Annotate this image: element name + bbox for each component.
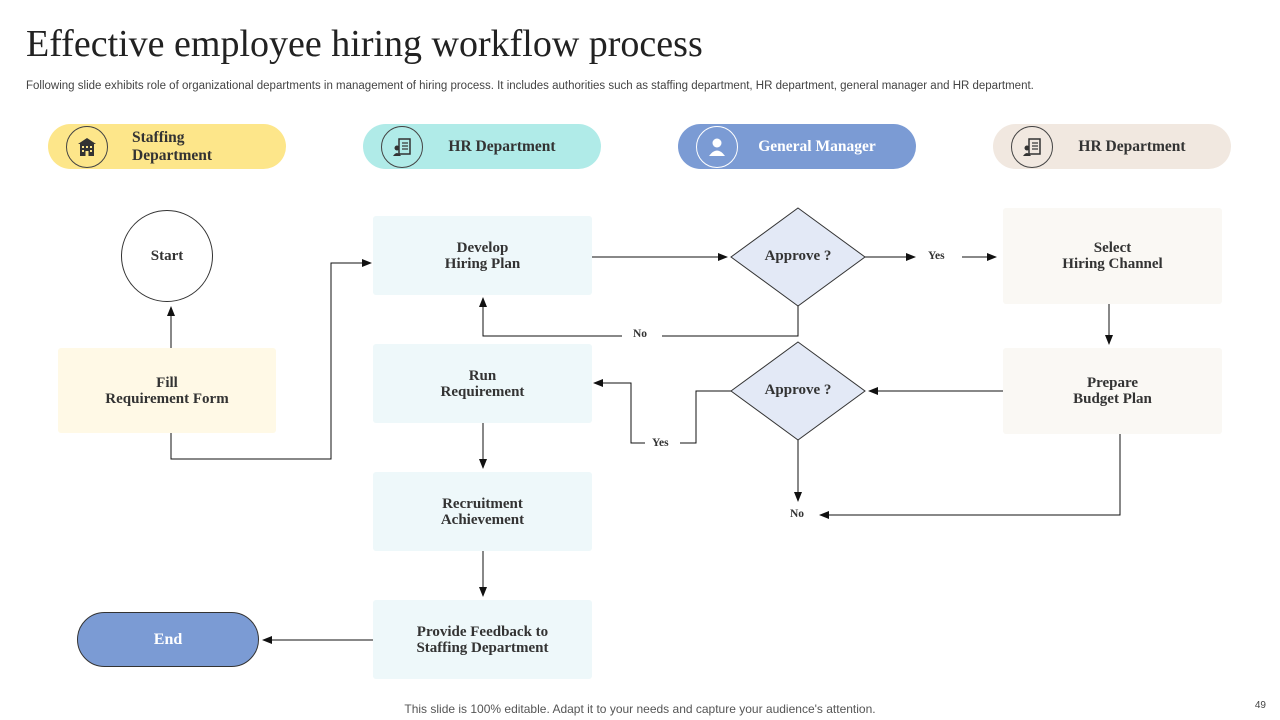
develop-hiring-plan-box: Develop Hiring Plan	[373, 216, 592, 295]
no-label-2: No	[790, 508, 805, 520]
page-title: Effective employee hiring workflow proce…	[26, 23, 703, 65]
arrow-approve2-yes	[680, 390, 731, 444]
arrow-budget-to-no	[819, 434, 1121, 519]
provide-feedback-box: Provide Feedback to Staffing Department	[373, 600, 592, 679]
box-label: Provide Feedback to Staffing Department	[416, 623, 549, 656]
clipboard-person-icon	[1011, 125, 1053, 168]
box-label: Fill Requirement Form	[105, 374, 229, 407]
recruitment-achievement-box: Recruitment Achievement	[373, 472, 592, 551]
approve-label-1: Approve ?	[764, 248, 832, 264]
clipboard-person-icon	[381, 125, 423, 168]
arrow-approve-no-right	[662, 306, 799, 337]
building-icon	[66, 125, 108, 168]
start-node: Start	[121, 210, 213, 302]
lane-label: HR Department	[448, 137, 556, 155]
lane-hr-department: HR Department	[363, 124, 601, 169]
lane-label: HR Department	[1078, 137, 1186, 155]
lane-label: General Manager	[758, 137, 876, 155]
arrow-yes-to-run	[593, 379, 645, 444]
box-label: Select Hiring Channel	[1062, 240, 1163, 272]
box-label: Prepare Budget Plan	[1073, 375, 1152, 407]
box-label: Run Requirement	[440, 367, 525, 400]
run-requirement-box: Run Requirement	[373, 344, 592, 423]
yes-label-1: Yes	[928, 250, 945, 262]
page-number: 49	[1254, 700, 1266, 711]
page-subtitle: Following slide exhibits role of organiz…	[26, 80, 1034, 92]
lane-hr-department-2: HR Department	[993, 124, 1231, 169]
arrow-form-to-develop	[170, 259, 372, 460]
user-icon	[696, 125, 738, 168]
lane-general-manager: General Manager	[678, 124, 916, 169]
box-label: Recruitment Achievement	[440, 495, 525, 528]
no-label-1: No	[633, 328, 648, 340]
fill-requirement-form-box: Fill Requirement Form	[58, 348, 276, 433]
lane-label: Staffing Department	[132, 128, 213, 164]
lane-staffing-department: Staffing Department	[48, 124, 286, 169]
approve-label-2: Approve ?	[764, 382, 832, 398]
prepare-budget-plan-box: Prepare Budget Plan	[1003, 348, 1222, 434]
arrow-approve-no-left	[479, 297, 622, 337]
box-label: Develop Hiring Plan	[444, 239, 521, 272]
footer-note: This slide is 100% editable. Adapt it to…	[404, 702, 876, 716]
yes-label-2: Yes	[652, 437, 669, 449]
end-node: End	[77, 612, 259, 667]
select-hiring-channel-box: Select Hiring Channel	[1003, 208, 1222, 304]
